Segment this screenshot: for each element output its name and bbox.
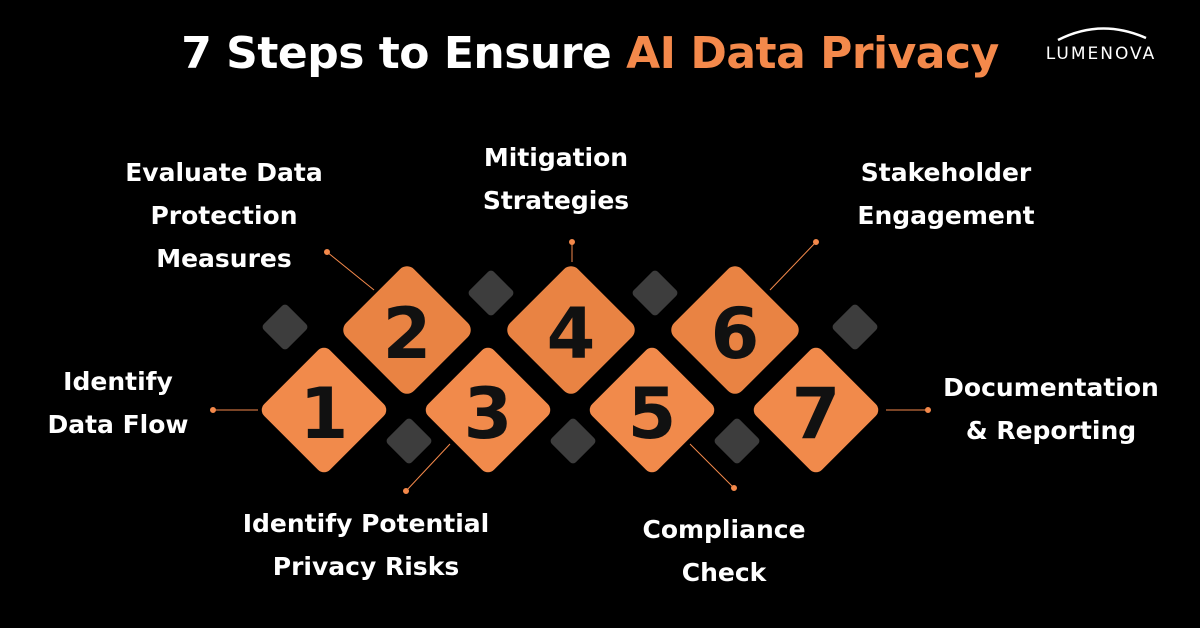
label-line: Protection [150, 201, 298, 230]
step-4: 4 [507, 266, 635, 394]
label-line: Mitigation [483, 143, 629, 172]
logo-arc-icon [1057, 27, 1147, 42]
step-2-label: Evaluate Data Protection Measures [104, 151, 344, 280]
decor-diamond [386, 418, 432, 464]
step-5: 5 [586, 344, 718, 476]
step-1-label: Identify Data Flow [28, 360, 208, 446]
connector-5 [689, 443, 735, 489]
step-number: 2 [383, 293, 432, 375]
label-line: Stakeholder [860, 158, 1032, 187]
step-5-label: Compliance Check [614, 508, 834, 594]
step-4-label: Mitigation Strategies [446, 136, 666, 222]
step-number: 6 [711, 293, 760, 375]
step-6-label: Stakeholder Engagement [826, 151, 1066, 237]
connector-dot [925, 407, 931, 413]
step-diamond [422, 344, 554, 476]
step-number: 3 [464, 373, 513, 455]
label-line: Evaluate Data [125, 158, 323, 187]
brand-name: LUMENOVA [1045, 44, 1157, 64]
step-diamond [586, 344, 718, 476]
step-number: 5 [628, 373, 677, 455]
label-line: Documentation [943, 373, 1159, 402]
step-2: 2 [343, 266, 471, 394]
step-diamond [671, 266, 799, 394]
decor-diamond [632, 270, 678, 316]
step-6: 6 [671, 266, 799, 394]
connector-dot [813, 239, 819, 245]
step-number: 7 [792, 373, 841, 455]
decor-diamond [550, 418, 596, 464]
connector-dot [403, 488, 409, 494]
step-number: 4 [547, 293, 596, 375]
step-3-label: Identify Potential Privacy Risks [216, 502, 516, 588]
label-line: Identify [63, 367, 173, 396]
connectors [210, 239, 931, 494]
label-line: Data Flow [47, 410, 189, 439]
label-line: Compliance [642, 515, 806, 544]
label-line: Measures [156, 244, 292, 273]
label-line: Engagement [857, 201, 1035, 230]
step-1: 1 [258, 344, 390, 476]
step-7: 7 [750, 344, 882, 476]
label-line: Privacy Risks [272, 552, 460, 581]
connector-dot [210, 407, 216, 413]
step-diamond [507, 266, 635, 394]
connector-6 [769, 241, 817, 291]
connector-dot [731, 485, 737, 491]
connector-dot [569, 239, 575, 245]
step-diamond [343, 266, 471, 394]
step-diamond [750, 344, 882, 476]
connector-2 [326, 251, 375, 291]
title-highlight: AI Data Privacy [626, 28, 999, 79]
label-line: & Reporting [965, 416, 1137, 445]
page-title: 7 Steps to Ensure AI Data Privacy [0, 28, 1180, 79]
brand-logo: LUMENOVA [1036, 24, 1166, 72]
connector-dot [324, 249, 330, 255]
label-line: Check [681, 558, 767, 587]
decor-diamond [262, 304, 308, 350]
connector-3 [405, 443, 451, 492]
step-number: 1 [300, 373, 349, 455]
label-line: Strategies [482, 186, 630, 215]
decor-diamond [468, 270, 514, 316]
step-7-label: Documentation & Reporting [922, 366, 1180, 452]
label-line: Identify Potential [242, 509, 490, 538]
decor-diamond [714, 418, 760, 464]
step-3: 3 [422, 344, 554, 476]
decor-diamonds [262, 270, 878, 464]
title-main: 7 Steps to Ensure [181, 28, 627, 79]
decor-diamond [832, 304, 878, 350]
step-diamond [258, 344, 390, 476]
